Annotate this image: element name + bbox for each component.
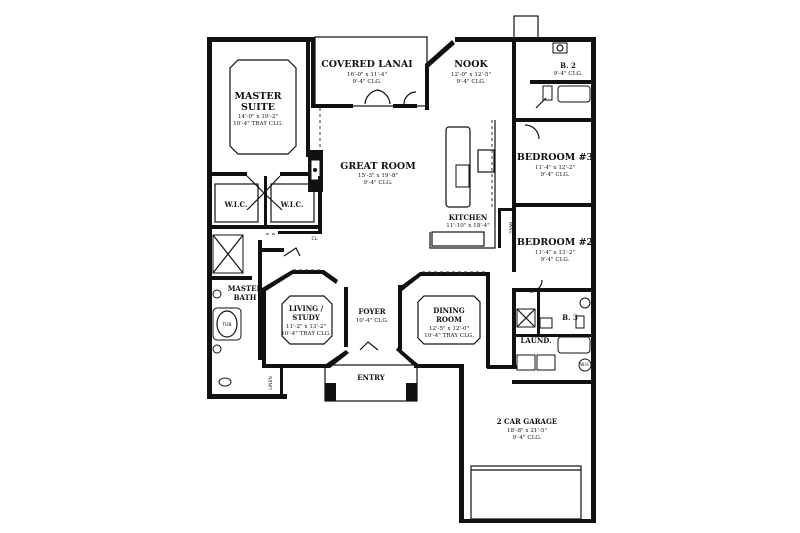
living-study-label-2: STUDY bbox=[292, 313, 320, 322]
dining-clg: 10'-4" TRAY CLG. bbox=[424, 333, 474, 339]
dining-label-1: DINING bbox=[433, 306, 464, 315]
room-wic: W.I.C. W.I.C. bbox=[224, 200, 304, 209]
room-bedroom-2: BEDROOM #2 11'-4" x 13'-2" 9'-4" CLG. bbox=[517, 237, 593, 263]
dining-dims: 12'-5" x 12'-0" bbox=[429, 326, 469, 332]
master-suite-dims: 14'-0" x 19'-2" bbox=[238, 114, 278, 120]
wic-left-label: W.I.C. bbox=[224, 200, 248, 209]
bedroom-2-label: BEDROOM #2 bbox=[517, 237, 593, 248]
bedroom-2-dims: 11'-4" x 13'-2" bbox=[535, 250, 575, 256]
room-garage: 2 CAR GARAGE 18'-8" x 21'-5" 9'-4" CLG. bbox=[497, 417, 558, 441]
wic-right-label: W.I.C. bbox=[280, 200, 304, 209]
bedroom-2-clg: 9'-4" CLG. bbox=[541, 257, 570, 263]
dining-label-2: ROOM bbox=[436, 315, 462, 324]
nook-dims: 12'-0" x 12'-5" bbox=[451, 72, 491, 78]
living-study-dims: 11'-2" x 13'-2" bbox=[286, 324, 326, 330]
room-bedroom-3: BEDROOM #3 11'-4" x 12'-2" 9'-4" CLG. bbox=[517, 152, 593, 178]
nook-clg: 9'-4" CLG. bbox=[457, 79, 486, 85]
great-room-label: GREAT ROOM bbox=[340, 161, 416, 172]
bedroom-3-dims: 11'-4" x 12'-2" bbox=[535, 165, 575, 171]
garage-dims: 18'-8" x 21'-5" bbox=[507, 428, 547, 434]
b2-label: B. 2 bbox=[560, 61, 576, 70]
nook-label: NOOK bbox=[454, 59, 488, 70]
covered-lanai-dims: 16'-0" x 11'-4" bbox=[347, 72, 387, 78]
kitchen-label: KITCHEN bbox=[449, 213, 488, 222]
tub-label: TUB bbox=[221, 322, 231, 328]
detail-lines bbox=[212, 42, 592, 387]
master-bath-label-2: BATH bbox=[234, 293, 257, 302]
room-master-suite: MASTER SUITE 14'-0" x 19'-2" 10'-4" TRAY… bbox=[233, 91, 283, 127]
room-foyer: FOYER 10'-4" CLG. bbox=[356, 307, 389, 324]
exterior-walls bbox=[207, 15, 596, 523]
room-kitchen: KITCHEN 11'-10" x 18'-4" bbox=[446, 213, 490, 229]
room-master-bath: MASTER BATH TUB bbox=[221, 284, 262, 328]
master-suite-label-1: MASTER bbox=[235, 91, 282, 102]
interior-walls bbox=[207, 37, 596, 402]
entry-label: ENTRY bbox=[357, 373, 386, 382]
master-suite-clg: 10'-4" TRAY CLG. bbox=[233, 121, 283, 127]
garage-label: 2 CAR GARAGE bbox=[497, 417, 558, 426]
room-living-study: LIVING / STUDY 11'-2" x 13'-2" 10'-4" TR… bbox=[281, 304, 331, 337]
living-study-clg: 10'-4" TRAY CLG. bbox=[281, 331, 331, 337]
covered-lanai-clg: 9'-4" CLG. bbox=[353, 79, 382, 85]
foyer-label: FOYER bbox=[358, 307, 385, 316]
master-suite-label-2: SUITE bbox=[241, 102, 275, 113]
room-great-room: GREAT ROOM 15'-3" x 19'-8" 9'-4" CLG. bbox=[340, 161, 416, 186]
room-covered-lanai: COVERED LANAI 16'-0" x 11'-4" 9'-4" CLG. bbox=[321, 59, 413, 85]
b2-clg: 9'-4" CLG. bbox=[554, 71, 583, 77]
great-room-dims: 15'-3" x 19'-8" bbox=[358, 173, 398, 179]
living-study-label-1: LIVING / bbox=[289, 304, 324, 313]
master-bath-label-1: MASTER bbox=[228, 284, 263, 293]
pantry-label: PANT. bbox=[507, 222, 513, 235]
laundry-label: LAUND. bbox=[520, 336, 551, 345]
kitchen-dims: 11'-10" x 18'-4" bbox=[446, 223, 490, 229]
great-room-clg: 9'-4" CLG. bbox=[364, 180, 393, 186]
bedroom-3-clg: 9'-4" CLG. bbox=[541, 172, 570, 178]
room-dining: DINING ROOM 12'-5" x 12'-0" 10'-4" TRAY … bbox=[424, 306, 474, 339]
closet-label: CL. bbox=[311, 236, 318, 242]
garage-clg: 9'-4" CLG. bbox=[513, 435, 542, 441]
linen-label: LINEN bbox=[268, 376, 274, 389]
room-nook: NOOK 12'-0" x 12'-5" 9'-4" CLG. bbox=[451, 59, 491, 85]
room-b2: B. 2 9'-4" CLG. bbox=[554, 61, 583, 77]
bedroom-3-label: BEDROOM #3 bbox=[517, 152, 593, 163]
foyer-clg: 10'-4" CLG. bbox=[356, 318, 389, 324]
covered-lanai-label: COVERED LANAI bbox=[321, 59, 413, 70]
b3-label: B. 3 bbox=[562, 313, 578, 322]
water-heater-label: W.H. bbox=[580, 362, 590, 368]
